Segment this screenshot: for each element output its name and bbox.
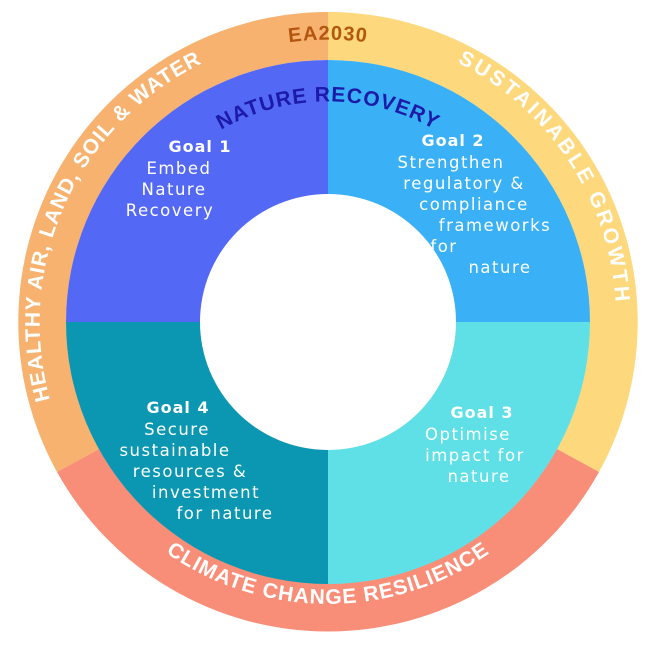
goal-1-title: Goal 1 xyxy=(168,137,231,156)
goal-4-line: Secure xyxy=(144,420,210,439)
goal-2-line: compliance xyxy=(419,195,529,214)
goal-1-line: Embed xyxy=(146,159,211,178)
center-hole xyxy=(200,194,456,450)
ring-segment-healthy-environment xyxy=(18,12,328,472)
goal-3-title: Goal 3 xyxy=(450,403,513,422)
goal-2-line: regulatory & xyxy=(403,174,524,193)
goal-2-line: frameworks xyxy=(439,216,551,235)
goal-2-line: nature xyxy=(468,258,531,277)
goal-4-line: sustainable xyxy=(119,441,230,460)
goal-2-title: Goal 2 xyxy=(421,131,484,150)
goal-3-line: nature xyxy=(447,467,510,486)
ea2030-label: EA2030 xyxy=(287,23,369,48)
goal-4-title: Goal 4 xyxy=(146,398,209,417)
goal-4-line: resources & xyxy=(133,462,248,481)
goal-2-line: Strengthen xyxy=(398,153,505,172)
goal-1-line: Nature xyxy=(142,180,207,199)
goal-3-text: Goal 3 Optimise impact for nature xyxy=(425,403,525,486)
goal-3-line: Optimise xyxy=(425,425,511,444)
goal-2-line: for xyxy=(430,237,457,256)
ring-segment-sustainable-growth xyxy=(328,12,638,472)
goal-1-line: Recovery xyxy=(126,201,215,220)
goal-2-text: Goal 2 Strengthen regulatory & complianc… xyxy=(398,131,551,277)
goal-4-line: for nature xyxy=(176,504,273,523)
goal-3-line: impact for xyxy=(425,446,525,465)
goal-4-line: investment xyxy=(152,483,260,502)
goal-1-text: Goal 1 Embed Nature Recovery xyxy=(126,137,231,220)
ring-segment-climate-resilience xyxy=(57,449,599,632)
goal-4-text: Goal 4 Secure sustainable resources & in… xyxy=(119,398,273,523)
